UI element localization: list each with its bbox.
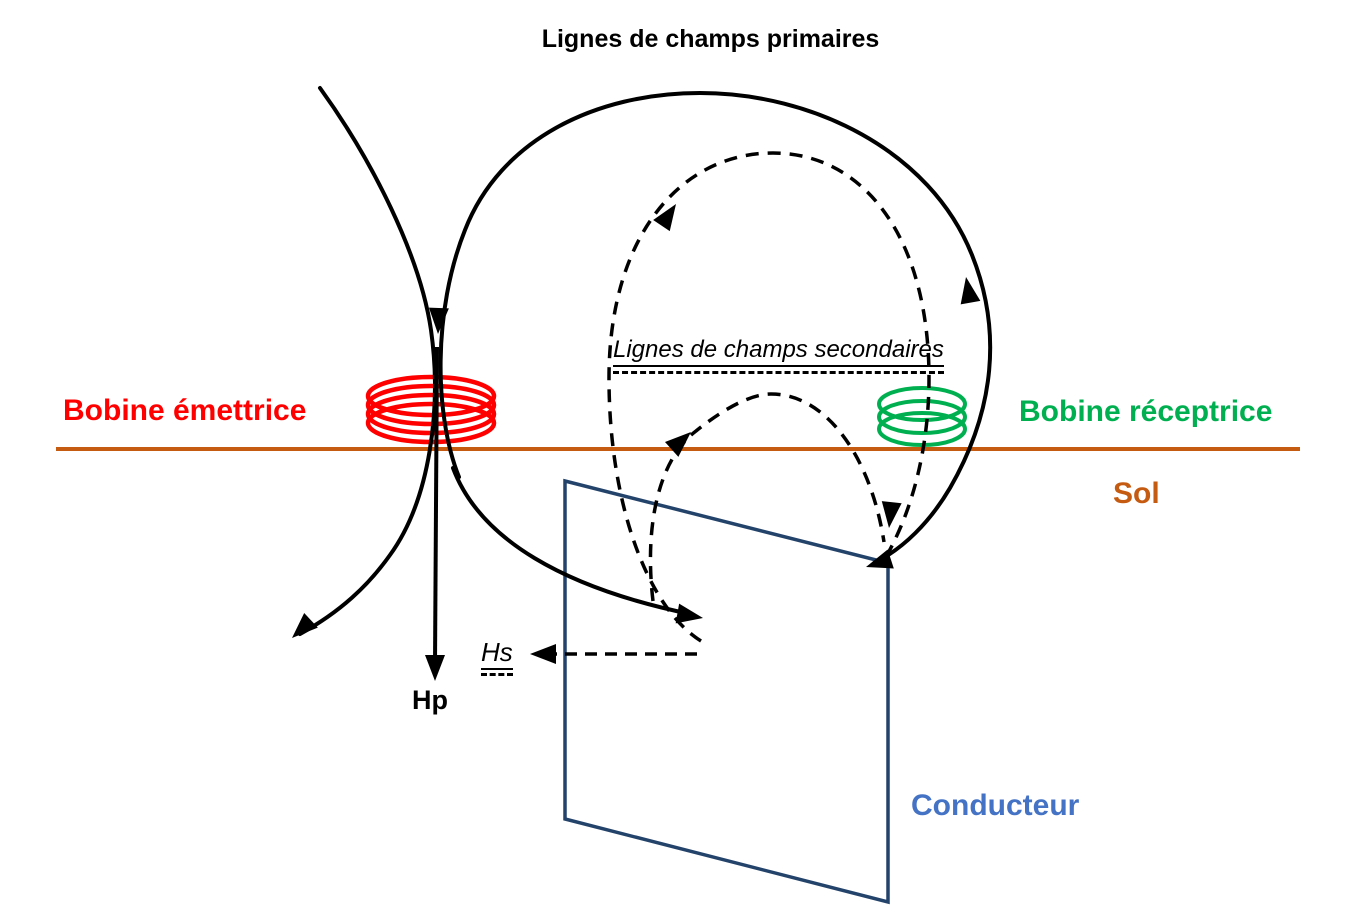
transmitter-coil-loop: [365, 374, 497, 418]
arrowhead: [530, 644, 556, 664]
hp-vector-label: Hp: [412, 685, 448, 715]
secondary-field-lines: [607, 151, 931, 643]
receiver-coil-loop: [877, 386, 967, 422]
hp-vector-arrow: [425, 346, 445, 681]
transmitter-coil-label: Bobine émettrice: [63, 394, 307, 427]
primary-field-arrowheads: [292, 277, 981, 638]
primary-field-line-left: [298, 86, 437, 636]
hp-vector-line: [433, 346, 439, 665]
conductor-label: Conducteur: [911, 789, 1080, 822]
secondary-field-line-outer: [607, 151, 931, 643]
arrowhead: [960, 277, 981, 305]
conductor-plane-outline: [563, 478, 890, 905]
arrowhead: [425, 655, 445, 681]
primary-field-line-loop: [438, 90, 993, 565]
arrowhead: [675, 603, 703, 624]
diagram-title: Lignes de champs primaires: [541, 25, 880, 53]
secondary-field-label: Lignes de champs secondaires: [613, 336, 944, 374]
arrowhead: [664, 432, 691, 457]
receiver-coil-label: Bobine réceptrice: [1019, 395, 1273, 428]
secondary-field-line-inner: [648, 392, 886, 602]
arrowhead: [428, 307, 449, 334]
transmitter-coil-loop: [365, 383, 497, 427]
hs-vector-label: Hs: [481, 637, 513, 676]
hs-vector-label-text: Hs: [481, 637, 513, 670]
conductor-plane: [563, 478, 890, 905]
arrowhead: [292, 612, 318, 638]
arrowhead: [653, 204, 676, 232]
dashed-underline: [481, 673, 513, 676]
dashed-underline: [613, 371, 944, 374]
receiver-coil-loop: [877, 399, 967, 435]
primary-field-lines: [292, 86, 993, 638]
receiver-coil: [877, 386, 967, 447]
hs-vector-arrow: [530, 644, 697, 664]
ground-label: Sol: [1113, 477, 1160, 510]
secondary-field-arrowheads: [653, 204, 902, 528]
secondary-field-label-text: Lignes de champs secondaires: [613, 336, 944, 367]
arrowhead: [881, 501, 902, 528]
primary-field-line-bottom: [451, 466, 692, 616]
